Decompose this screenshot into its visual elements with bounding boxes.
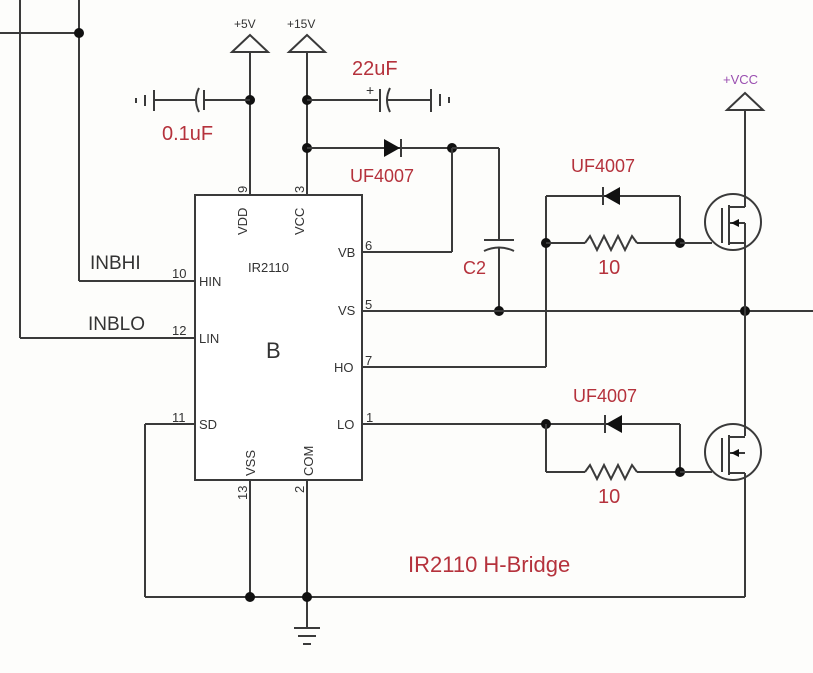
pin-vss-name: VSS — [243, 450, 258, 476]
net-15v: +15V — [287, 17, 315, 31]
pin-2-num: 2 — [292, 486, 307, 493]
pin-1-num: 1 — [366, 410, 373, 425]
high-diode-icon — [604, 187, 620, 205]
ic-ref: B — [266, 338, 281, 363]
net-5v: +5V — [234, 17, 256, 31]
low-resistor-icon — [584, 462, 638, 482]
pin-vs-name: VS — [338, 303, 356, 318]
boot-diode-label: UF4007 — [350, 166, 414, 186]
vdd-supply — [135, 33, 271, 195]
pin-10-num: 10 — [172, 266, 186, 281]
pin-6-num: 6 — [365, 238, 372, 253]
c-vdd-label: 0.1uF — [162, 123, 213, 145]
pin-vdd-name: VDD — [235, 208, 250, 235]
pin-9-num: 9 — [235, 186, 250, 193]
high-mosfet — [704, 91, 766, 311]
net-inblo: INBLO — [88, 314, 145, 335]
pin-sd-name: SD — [199, 417, 217, 432]
low-diode-label: UF4007 — [573, 386, 637, 406]
low-gate-network — [362, 415, 712, 482]
pin-com-name: COM — [301, 446, 316, 476]
pin-lin-name: LIN — [199, 331, 219, 346]
net-inbhi: INBHI — [90, 253, 141, 274]
pin-13-num: 13 — [235, 486, 250, 500]
low-diode-icon — [606, 415, 622, 433]
pin-ho-name: HO — [334, 360, 354, 375]
c2-label: C2 — [463, 258, 486, 278]
low-resistor-label: 10 — [598, 486, 620, 508]
boot-diode-icon — [384, 139, 400, 157]
high-resistor-icon — [584, 233, 638, 253]
ic-part: IR2110 — [248, 260, 289, 275]
pin-3-num: 3 — [292, 186, 307, 193]
pin-vb-name: VB — [338, 245, 355, 260]
high-gate-network — [362, 187, 712, 368]
input-wires — [0, 0, 195, 339]
pin-hin-name: HIN — [199, 274, 221, 289]
pin-7-num: 7 — [365, 353, 372, 368]
diagram-title: IR2110 H-Bridge — [408, 552, 570, 577]
pin-5-num: 5 — [365, 297, 372, 312]
ic-body — [194, 194, 363, 481]
low-mosfet — [704, 311, 762, 597]
c-vcc-label: 22uF — [352, 58, 398, 80]
net-vcc: +VCC — [723, 72, 758, 87]
polarity-plus: + — [366, 82, 374, 98]
pin-lo-name: LO — [337, 417, 354, 432]
high-resistor-label: 10 — [598, 257, 620, 279]
pin-vcc-name: VCC — [292, 208, 307, 235]
vcc-supply: + — [286, 33, 515, 316]
pin-12-num: 12 — [172, 323, 186, 338]
high-diode-label: UF4007 — [571, 156, 635, 176]
ground-wires — [144, 423, 745, 645]
pin-11-num: 11 — [172, 410, 186, 425]
